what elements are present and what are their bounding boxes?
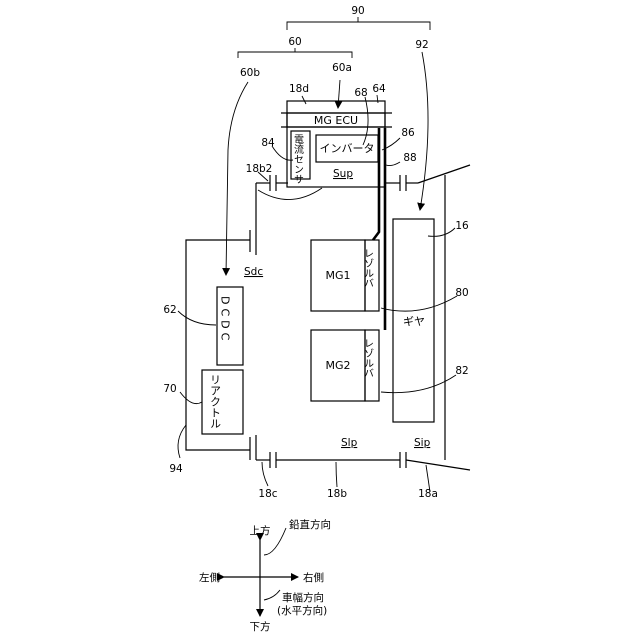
ref-60a: 60a <box>332 62 352 74</box>
dir-up: 上方 <box>250 524 271 537</box>
ref-94: 94 <box>169 463 183 475</box>
current-sensor-box: 電流センサ <box>291 131 310 184</box>
mg-ecu-box: MG ECU <box>287 113 385 127</box>
ref-18b2: 18b2 <box>246 163 273 175</box>
mg2-label: MG2 <box>325 359 350 372</box>
dir-vertical: 鉛直方向 <box>289 518 331 531</box>
mg-ecu-label: MG ECU <box>314 114 358 127</box>
ref-92: 92 <box>415 39 428 51</box>
dir-down: 下方 <box>250 620 271 633</box>
ref-68: 68 <box>354 87 367 99</box>
ref-16: 16 <box>455 220 469 232</box>
ref-62: 62 <box>163 304 176 316</box>
reactor-box: リアクトル <box>202 370 243 434</box>
dir-right: 右側 <box>303 571 324 584</box>
ref-86: 86 <box>401 127 415 139</box>
space-sip-label: Sip <box>414 437 431 449</box>
ref-60: 60 <box>288 36 301 48</box>
inverter-label: インバータ <box>320 142 375 155</box>
resolver1-box: レゾルバ <box>362 240 380 311</box>
reactor-label: リアクトル <box>209 374 222 429</box>
resolver2-box: レゾルバ <box>362 330 380 401</box>
mg1-label: MG1 <box>325 269 350 282</box>
dcdc-label: DCDC <box>219 296 232 344</box>
space-slp-label: Slp <box>341 437 358 449</box>
inverter-box: インバータ <box>316 135 378 162</box>
ref-82: 82 <box>455 365 468 377</box>
ref-90: 90 <box>351 5 364 17</box>
gear-label: ギヤ <box>403 315 425 328</box>
brace-90 <box>287 17 430 30</box>
ref-18d: 18d <box>289 83 309 95</box>
resolver1-label: レゾルバ <box>362 248 374 288</box>
brace-60 <box>238 48 352 58</box>
current-sensor-label: 電流センサ <box>292 134 304 184</box>
ref-64: 64 <box>372 83 386 95</box>
ref-88: 88 <box>403 152 416 164</box>
resolver2-label: レゾルバ <box>362 338 374 378</box>
dir-horizontal: (水平方向) <box>277 604 327 617</box>
ref-60b: 60b <box>240 67 260 79</box>
mg2-box: MG2 <box>311 330 365 401</box>
dcdc-box: DCDC <box>217 287 243 365</box>
ref-70: 70 <box>163 383 176 395</box>
ref-18c: 18c <box>258 488 277 500</box>
ref-18b: 18b <box>327 488 347 500</box>
mg1-box: MG1 <box>311 240 365 311</box>
ref-18a: 18a <box>418 488 438 500</box>
direction-legend: 上方 鉛直方向 左側 右側 車幅方向 (水平方向) 下方 <box>199 518 331 633</box>
bottom-partition <box>256 435 406 468</box>
dir-left: 左側 <box>199 571 220 584</box>
ref-80: 80 <box>455 287 468 299</box>
ref-84: 84 <box>261 137 275 149</box>
space-sdc-label: Sdc <box>244 266 263 278</box>
space-sup-label: Sup <box>333 168 353 180</box>
dir-width: 車幅方向 <box>282 591 324 604</box>
